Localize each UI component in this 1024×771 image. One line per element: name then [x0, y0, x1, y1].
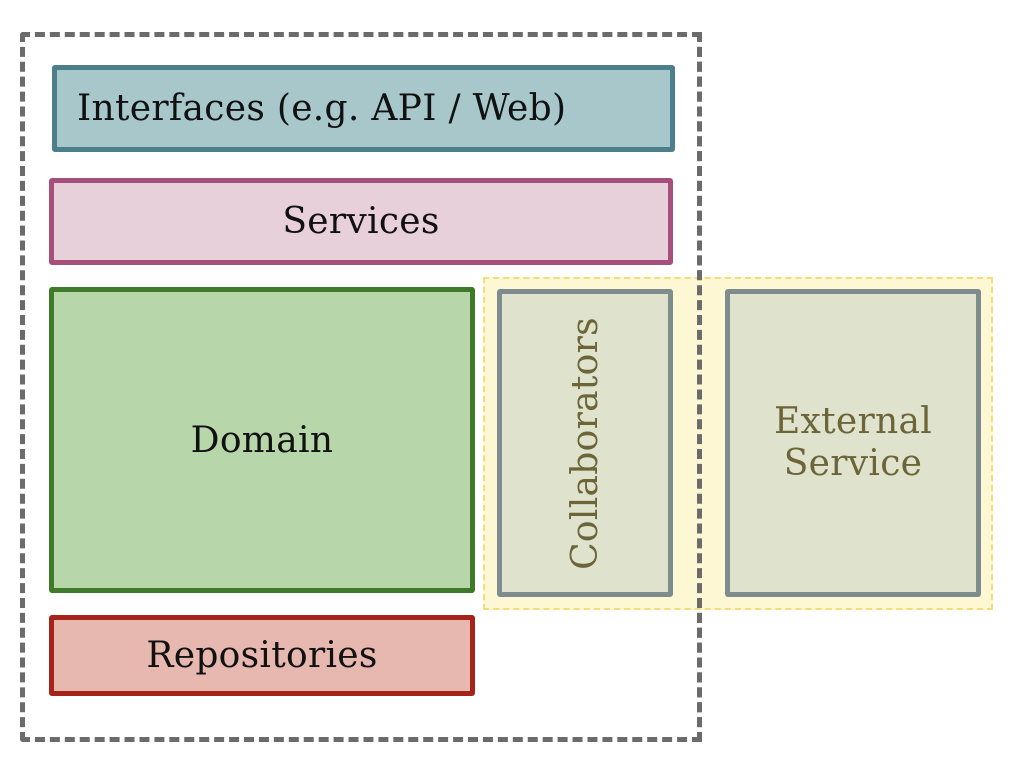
services-layer: Services — [49, 178, 673, 265]
collaborators-box: Collaborators — [497, 289, 673, 597]
interfaces-label: Interfaces (e.g. API / Web) — [77, 88, 567, 129]
services-label: Services — [282, 201, 440, 242]
external-service-box: External Service — [725, 289, 981, 597]
application-boundary-edge — [697, 32, 702, 742]
external-service-label-line1: External — [773, 401, 933, 442]
repositories-layer: Repositories — [49, 615, 475, 696]
repositories-label: Repositories — [146, 635, 378, 676]
collaborators-label: Collaborators — [564, 316, 606, 570]
external-service-label-line2: Service — [783, 443, 923, 484]
domain-layer: Domain — [49, 287, 475, 593]
domain-label: Domain — [190, 419, 334, 461]
interfaces-layer: Interfaces (e.g. API / Web) — [52, 65, 675, 152]
